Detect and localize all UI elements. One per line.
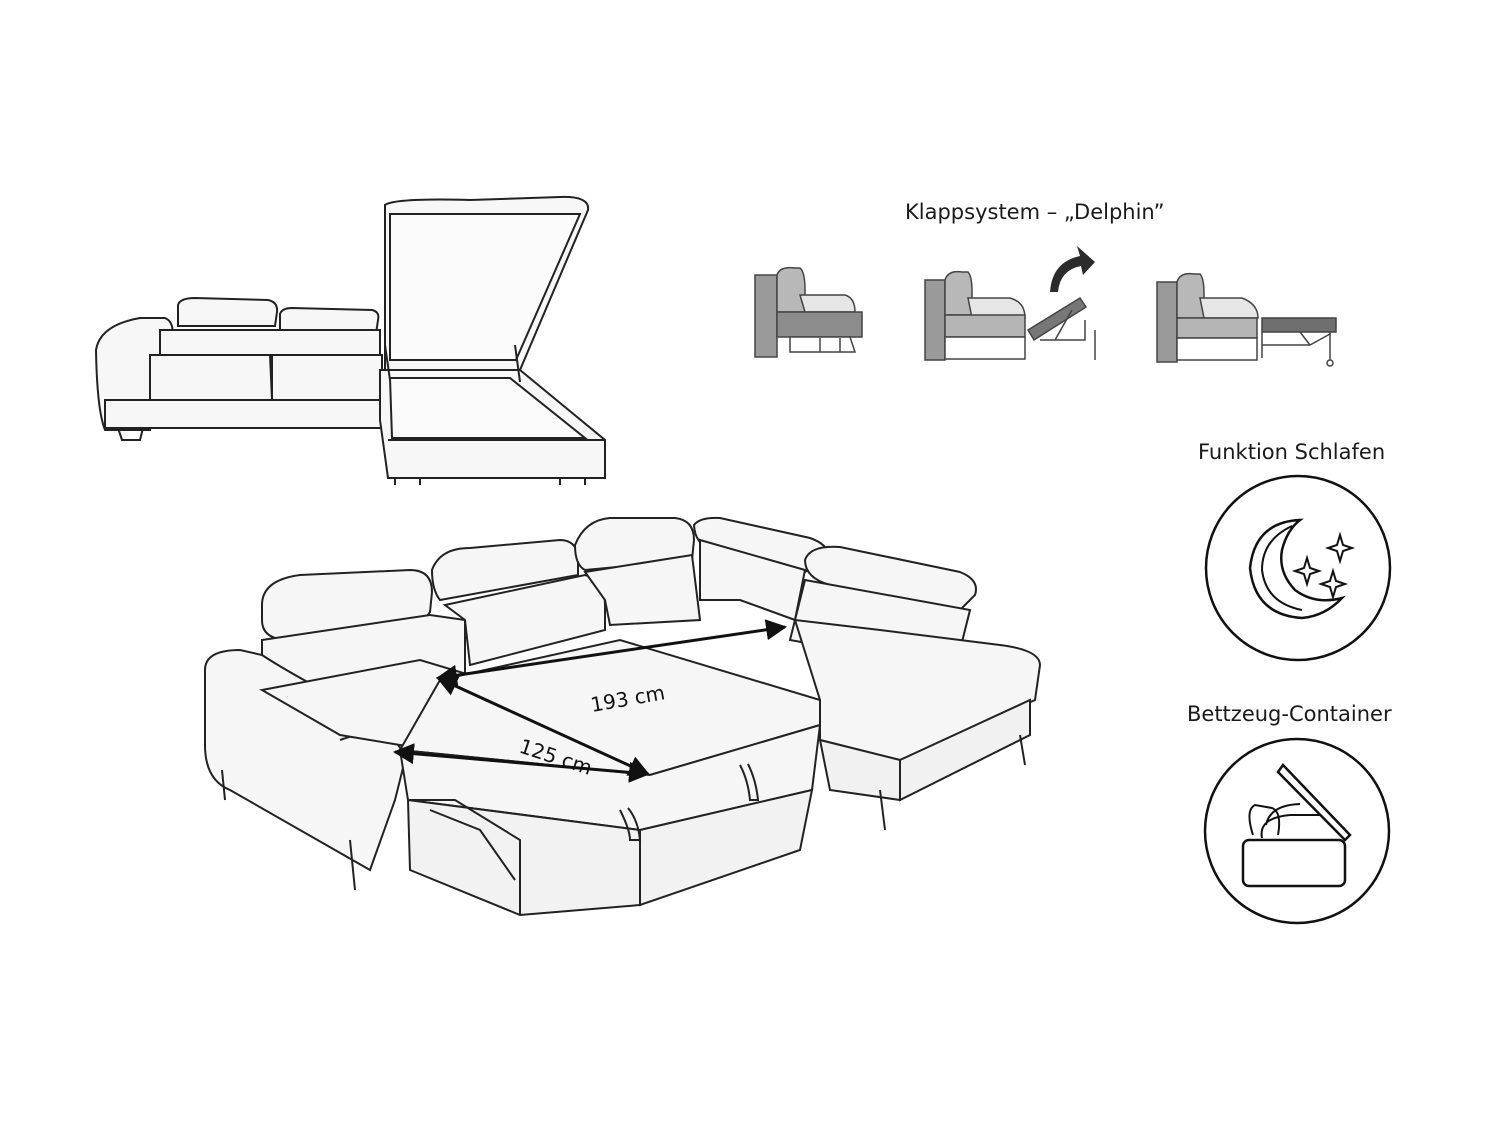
bedding-container-icon <box>1203 737 1391 925</box>
folding-system-title: Klappsystem – „Delphin” <box>905 200 1165 224</box>
sofa-storage-illustration <box>94 195 606 485</box>
lift-arrow-icon <box>1050 246 1095 292</box>
sleep-function-title: Funktion Schlafen <box>1198 440 1386 464</box>
dimension-arrow-diagonal <box>436 676 650 776</box>
bedding-container-title: Bettzeug-Container <box>1187 702 1392 726</box>
moon-stars-icon <box>1204 474 1392 662</box>
dimension-arrow-length <box>435 619 788 686</box>
sofa-bed-illustration <box>204 516 1042 917</box>
folding-step-1 <box>754 266 863 358</box>
folding-step-2 <box>924 246 1096 361</box>
folding-step-3 <box>1156 272 1337 367</box>
folding-steps <box>754 246 1337 367</box>
